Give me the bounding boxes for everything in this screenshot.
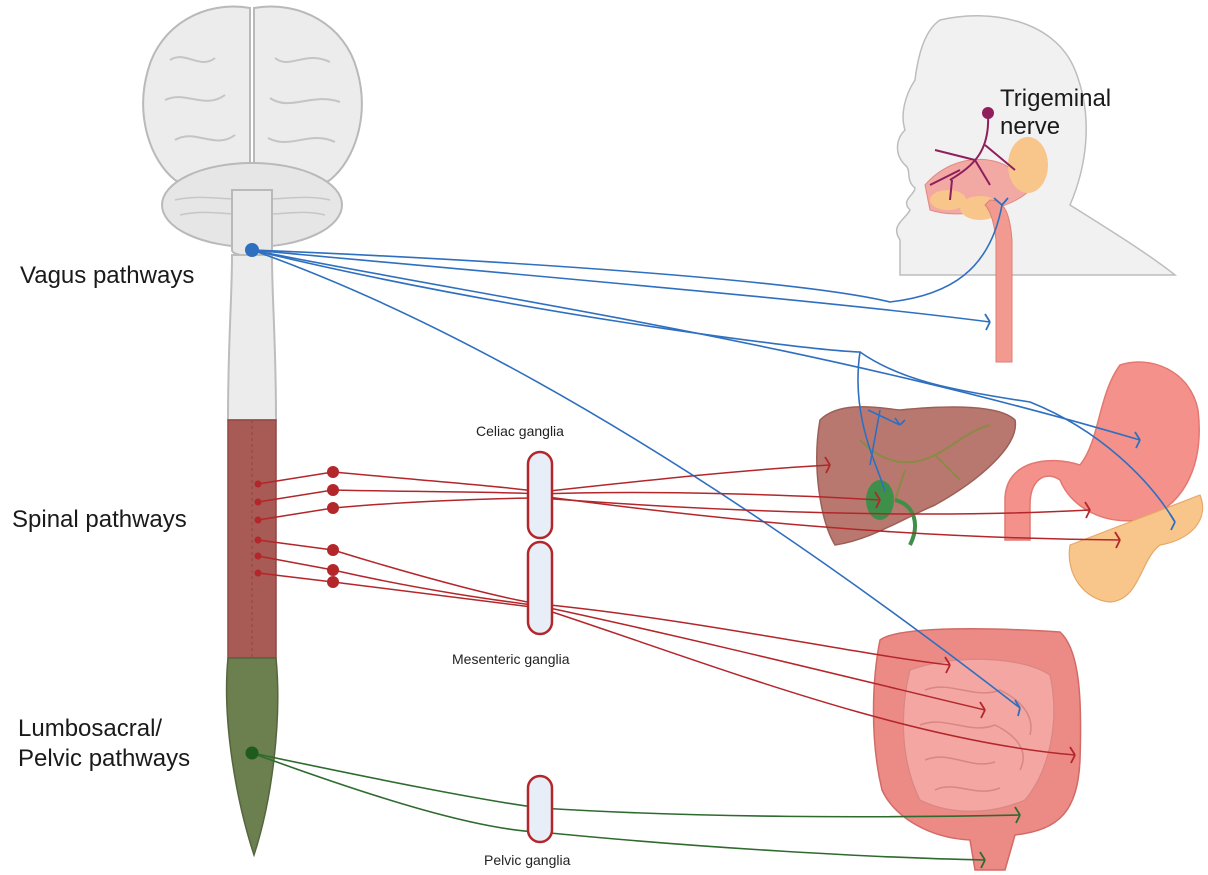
vagus-pathways-label: Vagus pathways	[20, 262, 194, 290]
celiac-ganglion	[528, 452, 552, 538]
salivary-gland	[1008, 137, 1048, 193]
vagus-origin-node	[245, 243, 259, 257]
pelvic-ganglion	[528, 776, 552, 842]
trigeminal-label-line2: nerve	[1000, 114, 1060, 140]
mesenteric-ganglia-label: Mesenteric ganglia	[452, 651, 570, 667]
mesenteric-ganglion	[528, 542, 552, 634]
head-profile	[897, 16, 1175, 362]
small-intestine	[903, 659, 1053, 811]
pelvic-ganglia-label: Pelvic ganglia	[484, 852, 570, 868]
intestines	[874, 629, 1081, 870]
trigeminal-label-line1: Trigeminal	[1000, 86, 1111, 112]
trigeminal-ganglion-node	[982, 107, 994, 119]
spinal-cord	[227, 255, 278, 855]
spinal-segment	[228, 420, 276, 658]
lumbosacral-label-line2: Pelvic pathways	[18, 745, 190, 773]
lumbosacral-label-line1: Lumbosacral/	[18, 715, 162, 743]
cervical-segment	[228, 255, 276, 420]
spinal-pathways-label: Spinal pathways	[12, 506, 187, 534]
brain	[143, 7, 362, 256]
liver	[817, 407, 1016, 545]
celiac-ganglia-label: Celiac ganglia	[476, 423, 564, 439]
pelvic-origin-node	[246, 747, 259, 760]
